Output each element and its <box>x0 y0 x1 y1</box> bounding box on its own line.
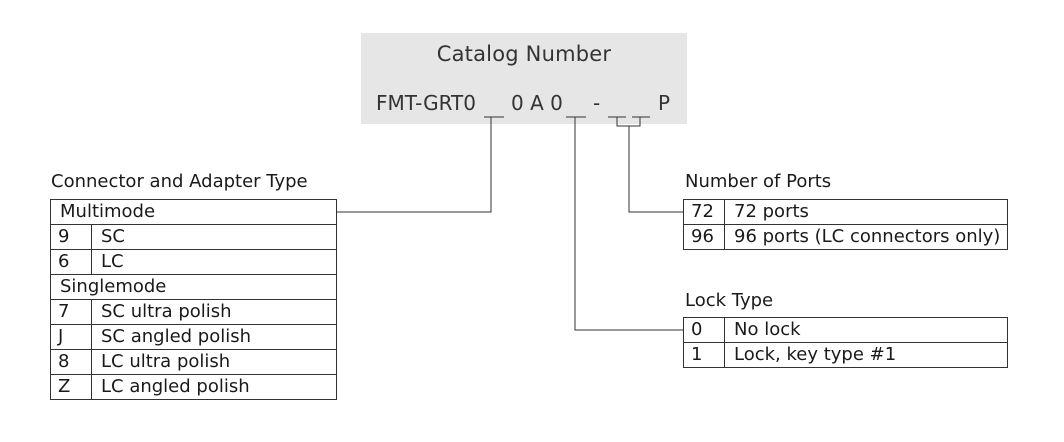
option-label: SC angled polish <box>91 324 337 350</box>
option-code: 7 <box>50 299 92 325</box>
table-row: 6 LC <box>50 249 337 275</box>
catalog-title: Catalog Number <box>436 42 612 66</box>
table-row: 8 LC ultra polish <box>50 349 337 375</box>
option-code: Z <box>50 374 92 400</box>
leader-connector-type <box>336 117 492 213</box>
option-code: J <box>50 324 92 350</box>
table-row: Multimode <box>50 199 337 225</box>
connector-type-table: Multimode 9 SC 6 LC Singlemode 7 SC ultr… <box>50 199 337 400</box>
table-row: 72 72 ports <box>683 199 1008 225</box>
option-code: 8 <box>50 349 92 375</box>
leader-lock-type <box>574 117 683 331</box>
lock-table: 0 No lock 1 Lock, key type #1 <box>683 317 1008 368</box>
option-label: 96 ports (LC connectors only) <box>724 224 1008 250</box>
ports-table: 72 72 ports 96 96 ports (LC connectors o… <box>683 199 1008 250</box>
option-label: LC ultra polish <box>91 349 337 375</box>
multimode-group-label: Multimode <box>50 199 337 225</box>
ports-title: Number of Ports <box>685 171 832 192</box>
option-label: 72 ports <box>724 199 1008 225</box>
option-code: 0 <box>683 317 725 343</box>
catalog-number-box: Catalog Number FMT-GRT0 0 A 0 - P <box>361 33 687 124</box>
option-label: LC <box>91 249 337 275</box>
table-row: 0 No lock <box>683 317 1008 343</box>
lock-title: Lock Type <box>685 290 774 311</box>
option-code: 1 <box>683 342 725 368</box>
catalog-prefix: FMT-GRT0 <box>376 91 476 115</box>
bracket-ports <box>616 117 641 127</box>
table-row: 9 SC <box>50 224 337 250</box>
table-row: J SC angled polish <box>50 324 337 350</box>
option-label: No lock <box>724 317 1008 343</box>
option-label: LC angled polish <box>91 374 337 400</box>
option-code: 72 <box>683 199 725 225</box>
catalog-dash: - <box>593 91 601 115</box>
table-row: Singlemode <box>50 274 337 300</box>
option-label: Lock, key type #1 <box>724 342 1008 368</box>
connector-type-title: Connector and Adapter Type <box>51 171 308 192</box>
table-row: 96 96 ports (LC connectors only) <box>683 224 1008 250</box>
table-row: Z LC angled polish <box>50 374 337 400</box>
option-code: 9 <box>50 224 92 250</box>
option-label: SC ultra polish <box>91 299 337 325</box>
leader-ports <box>628 126 683 213</box>
option-code: 6 <box>50 249 92 275</box>
option-code: 96 <box>683 224 725 250</box>
singlemode-group-label: Singlemode <box>50 274 337 300</box>
table-row: 7 SC ultra polish <box>50 299 337 325</box>
catalog-suffix: P <box>658 91 671 115</box>
table-row: 1 Lock, key type #1 <box>683 342 1008 368</box>
option-label: SC <box>91 224 337 250</box>
catalog-middle: 0 A 0 <box>511 91 563 115</box>
